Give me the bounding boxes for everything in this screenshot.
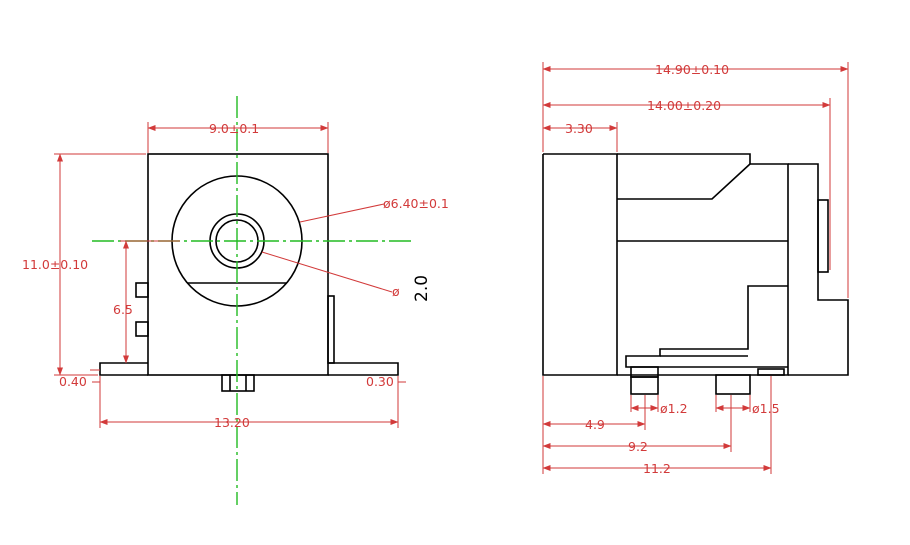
pin-diameter-symbol: ø: [392, 284, 400, 299]
front-dimension-lines: [54, 122, 406, 428]
left-offset-label: 0.40: [59, 374, 87, 389]
overall-length-label: 14.90±0.10: [655, 62, 729, 77]
rear-pin-position-label: 11.2: [643, 461, 671, 476]
side-dimension-lines: [542, 62, 849, 474]
side-height-label: 6.5: [113, 302, 133, 317]
front-height-label: 11.0±0.10: [22, 257, 88, 272]
side-body-outline: [542, 153, 849, 395]
front-body-outline: [99, 153, 399, 392]
right-offset-label: 0.30: [366, 374, 394, 389]
outer-diameter-label: ø6.40±0.1: [383, 196, 449, 211]
pin1-position-label: 4.9: [585, 417, 605, 432]
body-length-label: 14.00±0.20: [647, 98, 721, 113]
front-center-lines: [92, 96, 412, 505]
pin-diameter-value: 2.0: [412, 275, 432, 302]
front-step-label: 3.30: [565, 121, 593, 136]
pin2-diameter-label: ø1.5: [752, 401, 780, 416]
pin2-position-label: 9.2: [628, 439, 648, 454]
side-view: 14.90±0.10 14.00±0.20 3.30 ø1.2 ø1.5 4.9…: [542, 62, 849, 476]
overall-width-label: 13.20: [214, 415, 250, 430]
pin1-diameter-label: ø1.2: [660, 401, 688, 416]
front-view: 9.0±0.1 11.0±0.10 ø6.40±0.1 ø 2.0 6.5 0.…: [22, 96, 449, 505]
front-width-label: 9.0±0.1: [209, 121, 259, 136]
